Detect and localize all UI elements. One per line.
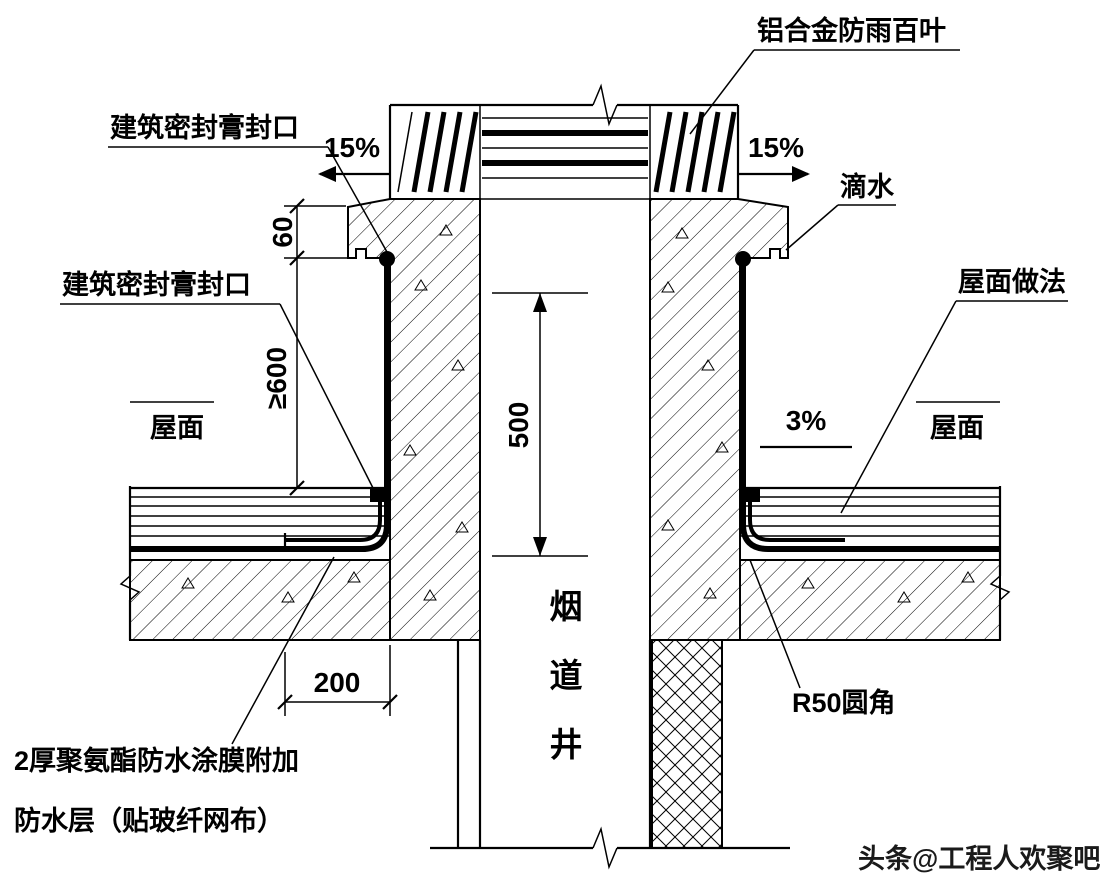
aggregate-symbols (181, 224, 975, 603)
louver-slats-right (653, 111, 737, 193)
right-roof-slab (739, 559, 1001, 641)
sealant-top-label-text: 建筑密封膏封口 (110, 112, 299, 143)
label-roof-method: 屋面做法 (840, 267, 1068, 514)
drip-label-text: 滴水 (840, 171, 895, 202)
sealant-square-left (370, 487, 385, 502)
louver-blades-front (482, 117, 648, 179)
sealant-square-right (745, 487, 760, 502)
label-louver: 铝合金防雨百叶 (689, 15, 960, 135)
masonry-column (651, 639, 723, 849)
shaft-below-roof (430, 639, 790, 870)
membrane-note-line1-text: 2厚聚氨酯防水涂膜附加 (14, 745, 299, 776)
louver-slats-left (397, 111, 479, 193)
louver-label-text: 铝合金防雨百叶 (757, 15, 946, 46)
sealant-roof-label-text: 建筑密封膏封口 (62, 269, 251, 300)
membrane-left (130, 263, 390, 552)
additional-membrane-right (748, 492, 845, 542)
label-membrane-note: 2厚聚氨酯防水涂膜附加 防水层（贴玻纤网布） (14, 556, 335, 836)
label-roof-left: 屋面 (130, 401, 214, 443)
roof-method-label-text: 屋面做法 (958, 267, 1066, 297)
roof-slabs (129, 559, 1001, 641)
dim-600-text: ≥600 (261, 347, 292, 409)
dimension-60-600: 60 ≥600 (261, 198, 348, 496)
label-sealant-roof: 建筑密封膏封口 (60, 269, 375, 491)
louver-assembly (388, 83, 740, 200)
shaft-char-1: 烟 (550, 588, 583, 625)
roof-edges (119, 486, 1011, 640)
label-roof-right: 屋面 (916, 401, 1000, 443)
slope-roof-3: 3% (760, 405, 852, 449)
roof-right-label-text: 屋面 (930, 413, 984, 443)
membrane-right (740, 263, 1000, 552)
shaft-walls (347, 198, 789, 641)
additional-membrane-left (285, 492, 382, 542)
dim-500-text: 500 (503, 402, 534, 449)
slope-left-text: 15% (324, 132, 380, 163)
dimension-200: 200 (277, 645, 398, 716)
slope-roof-text: 3% (786, 405, 827, 436)
dim-60-text: 60 (267, 216, 298, 247)
dimension-500: 500 (492, 292, 588, 557)
slope-left-15: 15% (318, 132, 390, 182)
label-sealant-top: 建筑密封膏封口 (108, 112, 388, 253)
break-symbol-right-edge (989, 575, 1011, 601)
roof-layers-left (130, 486, 390, 537)
roof-left-label-text: 屋面 (150, 413, 204, 443)
sealant-blob-left (379, 251, 395, 267)
roof-layers-right (740, 486, 1000, 537)
left-roof-slab (129, 559, 391, 641)
watermark-text: 头条@工程人欢聚吧 (858, 844, 1100, 874)
break-symbol-bottom (592, 826, 618, 870)
fillet-label-text: R50圆角 (792, 687, 896, 718)
slope-right-text: 15% (748, 132, 804, 163)
label-fillet: R50圆角 (749, 559, 896, 718)
sealant-blob-right (735, 251, 751, 267)
waterproof-membranes (130, 251, 1000, 552)
shaft-char-2: 道 (550, 657, 583, 694)
slope-right-15: 15% (738, 132, 810, 182)
membrane-note-line2-text: 防水层（贴玻纤网布） (14, 806, 284, 836)
shaft-char-3: 井 (550, 726, 583, 763)
shaft-name: 烟 道 井 (550, 588, 583, 763)
dim-200-text: 200 (314, 667, 361, 698)
left-wall-section (347, 198, 481, 641)
label-drip: 滴水 (785, 171, 896, 251)
right-wall-section (649, 198, 789, 641)
break-symbol-left-edge (119, 575, 141, 601)
break-symbol-top (592, 83, 618, 127)
